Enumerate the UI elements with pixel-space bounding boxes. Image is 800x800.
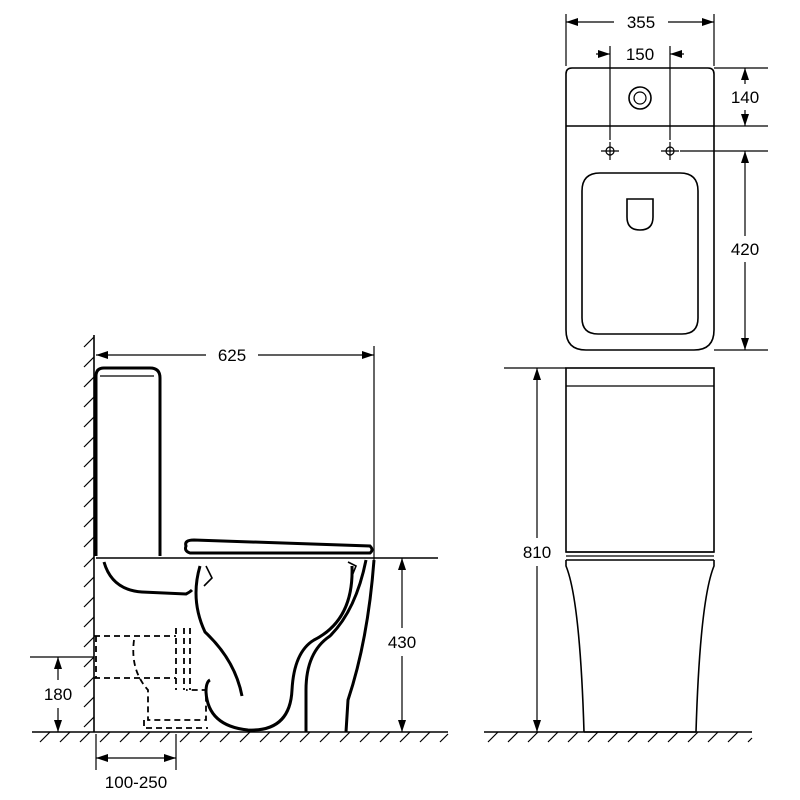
front-pedestal [565,560,715,733]
plan-outline [565,67,715,351]
fixing-hole-right [661,142,679,160]
rim-flush-channel [203,565,213,587]
floor-hatch [39,731,449,743]
dim-total-width: 355 [627,13,655,32]
flush-button-inner [633,91,647,105]
front-cistern [565,367,715,553]
dim-tank-depth: 140 [731,88,759,107]
bowl-opening [581,172,699,335]
front-floor-hatch [487,731,753,743]
dim-bowl-length: 420 [731,240,759,259]
rim-flush-channel-right [347,561,358,577]
bowl-pedestal [304,559,368,732]
wall-hatch [83,336,95,728]
side-view: 625 430 180 100-250 [30,335,449,792]
plan-view: 355 150 140 420 [565,13,768,351]
dim-total-height: 810 [523,543,551,562]
dim-outlet-height: 180 [44,685,72,704]
fixing-hole-left [601,142,619,160]
trapway-outer [204,565,354,732]
front-view: 810 [484,367,753,743]
dim-total-depth: 625 [218,346,246,365]
trapway-inner [194,565,244,697]
hidden-outlet [94,628,208,729]
dim-seat-height: 430 [388,633,416,652]
bowl-outer [344,559,376,733]
flush-inlet [102,561,194,596]
dim-fixing-spacing: 150 [626,45,654,64]
cistern-body [94,366,162,556]
dim-outlet-setback: 100-250 [105,773,167,792]
water-outlet [626,198,654,231]
flush-button-outer [628,86,652,110]
seat-lid [184,538,374,555]
